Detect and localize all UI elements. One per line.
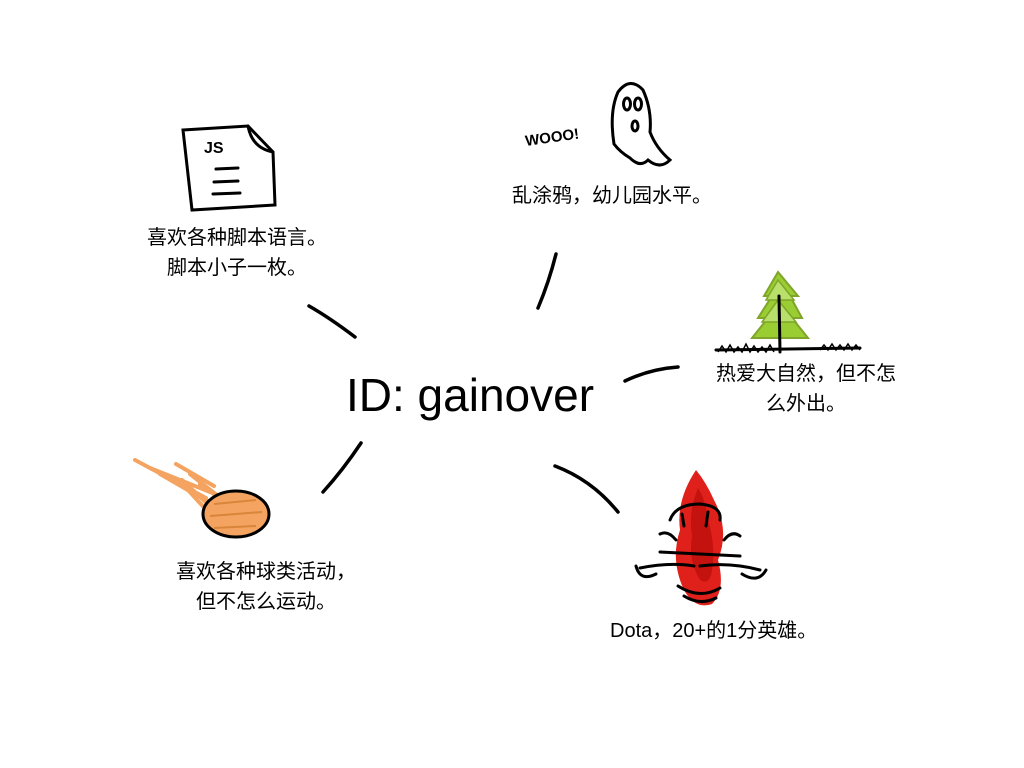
- caption-doodle-line-1: 乱涂鸦，幼儿园水平。: [512, 183, 712, 207]
- caption-ball: 喜欢各种球类活动， 但不怎么运动。: [150, 556, 382, 616]
- caption-ball-line-1: 喜欢各种球类活动，: [176, 559, 356, 583]
- caption-doodle: 乱涂鸦，幼儿园水平。: [512, 180, 712, 210]
- flying-ball-icon: [133, 458, 271, 539]
- caption-nature-line-1: 热爱大自然，但不怎: [716, 361, 896, 385]
- connector-dota: [553, 464, 620, 514]
- caption-dota: Dota，20+的1分英雄。: [610, 616, 817, 646]
- caption-script: 喜欢各种脚本语言。 脚本小子一枚。: [118, 222, 356, 282]
- connector-ball: [321, 441, 363, 494]
- connectors: [307, 252, 680, 514]
- ghost-exclaim-text: WOOO!: [524, 126, 580, 150]
- js-document-icon: JS: [181, 124, 277, 212]
- tree-icon: [714, 270, 862, 354]
- caption-script-line-2: 脚本小子一枚。: [167, 255, 307, 279]
- center-title: ID: gainover: [346, 369, 595, 421]
- caption-ball-line-2: 但不怎么运动。: [196, 589, 336, 613]
- connector-doodle: [536, 252, 558, 310]
- campfire-icon: [634, 470, 768, 606]
- caption-nature-line-2: 么外出。: [766, 391, 846, 415]
- caption-dota-line-1: Dota，20+的1分英雄。: [610, 620, 818, 642]
- ghost-icon: WOOO!: [524, 82, 673, 167]
- connector-script: [307, 304, 357, 339]
- js-label: JS: [204, 140, 224, 157]
- connector-nature: [623, 365, 680, 383]
- caption-nature: 热爱大自然，但不怎 么外出。: [686, 358, 926, 418]
- caption-script-line-1: 喜欢各种脚本语言。: [147, 225, 327, 249]
